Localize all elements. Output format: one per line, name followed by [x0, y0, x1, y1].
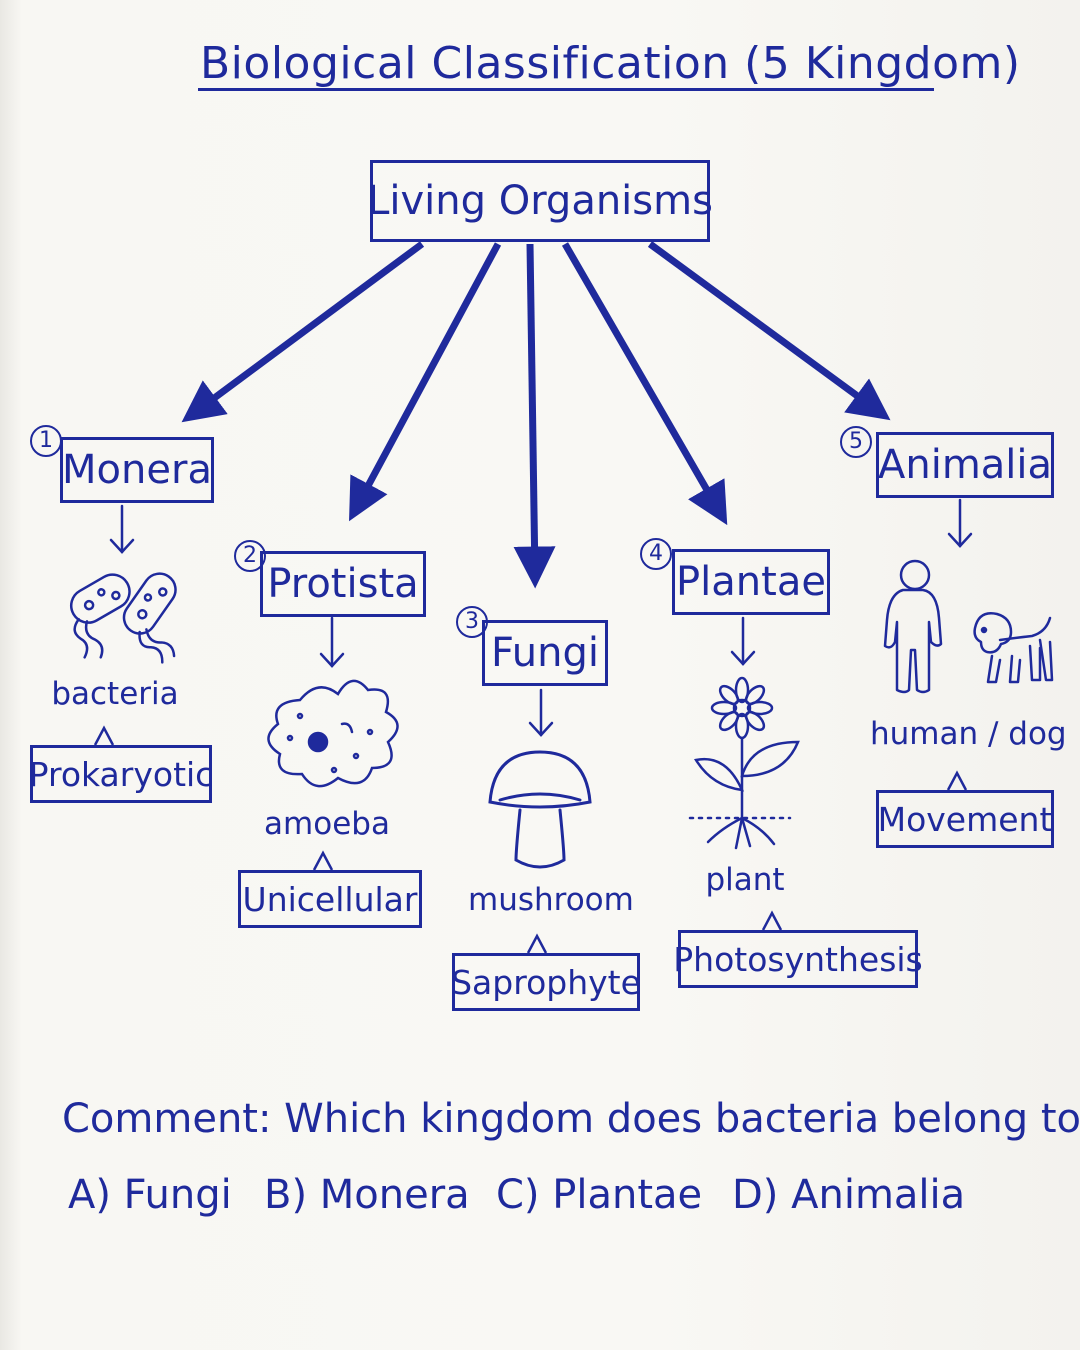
kingdom-number-2: 2	[234, 540, 266, 572]
trait-box-unicellular: Unicellular	[238, 870, 422, 928]
kingdom-box-animalia: Animalia	[876, 432, 1054, 498]
arrow-to-fungi	[513, 243, 556, 589]
flower-plant-icon	[688, 676, 800, 850]
example-amoeba: amoeba	[264, 806, 390, 842]
down-arrow-monera	[109, 504, 135, 554]
trait-box-photosynthesis: Photosynthesis	[673, 930, 923, 988]
root-box-living-organisms: Living Organisms	[367, 160, 713, 242]
example-plant: plant	[705, 862, 785, 898]
bacteria-icon	[69, 572, 177, 664]
trait-box-movement: Movement	[876, 790, 1054, 848]
option-c: C) Plantae	[496, 1172, 703, 1218]
mushroom-icon	[488, 750, 592, 869]
kingdom-box-protista: Protista	[260, 551, 426, 617]
option-a: A) Fungi	[68, 1172, 232, 1218]
arrow-to-plantae	[561, 242, 728, 526]
down-arrow-animalia	[947, 498, 973, 548]
option-b: B) Monera	[264, 1172, 470, 1218]
caret-plantae	[761, 910, 783, 931]
caret-animalia	[946, 770, 968, 791]
trait-box-prokaryotic: Prokaryotic	[29, 745, 213, 803]
caret-protista	[312, 850, 334, 871]
option-d: D) Animalia	[732, 1172, 966, 1218]
page-title: Biological Classification (5 Kingdom)	[200, 38, 1021, 89]
comment-question: Comment: Which kingdom does bacteria bel…	[62, 1096, 1080, 1142]
trait-box-saprophyte: Saprophyte	[451, 953, 641, 1011]
caret-fungi	[526, 933, 548, 954]
answer-options: A) Fungi B) Monera C) Plantae D) Animali…	[68, 1172, 988, 1232]
kingdom-number-1: 1	[30, 425, 62, 457]
kingdom-box-fungi: Fungi	[482, 620, 608, 686]
kingdom-number-5: 5	[840, 426, 872, 458]
down-arrow-plantae	[730, 616, 756, 666]
human-dog-icon	[883, 559, 1054, 694]
kingdom-box-monera: Monera	[60, 437, 214, 503]
down-arrow-protista	[319, 616, 345, 668]
arrow-to-monera	[181, 241, 425, 423]
arrow-to-protista	[349, 242, 502, 522]
kingdom-box-plantae: Plantae	[672, 549, 830, 615]
title-underline	[198, 88, 934, 91]
example-mushroom: mushroom	[468, 882, 634, 918]
kingdom-number-4: 4	[640, 538, 672, 570]
caret-monera	[93, 725, 115, 746]
example-bacteria: bacteria	[51, 676, 179, 712]
amoeba-icon	[267, 679, 399, 788]
example-human-dog: human / dog	[870, 716, 1067, 752]
down-arrow-fungi	[528, 688, 554, 737]
arrow-to-animalia	[647, 241, 891, 421]
